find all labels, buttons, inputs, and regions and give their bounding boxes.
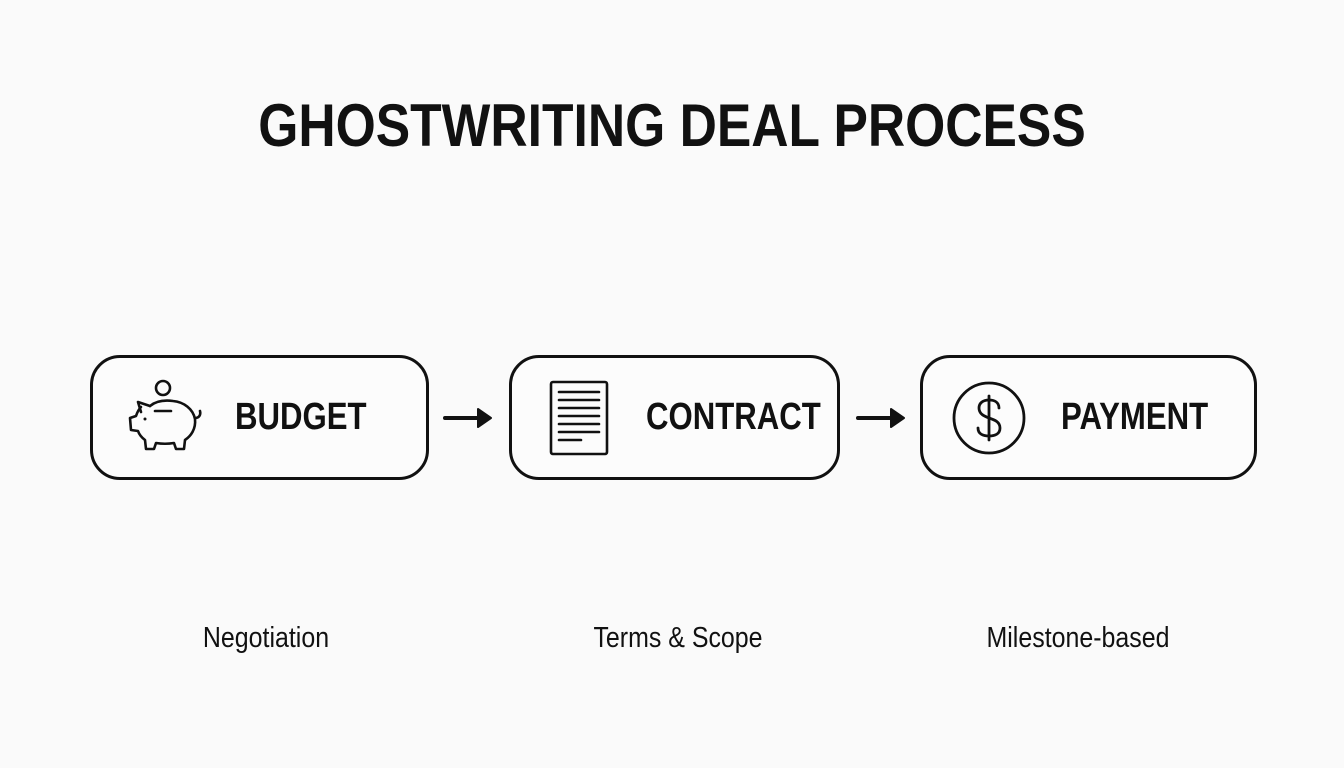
step-budget-label: BUDGET xyxy=(235,396,367,438)
step-contract-label: CONTRACT xyxy=(646,396,821,438)
step-payment-label: PAYMENT xyxy=(1061,396,1209,438)
step-budget-caption: Negotiation xyxy=(202,622,330,654)
dollar-coin-icon xyxy=(952,381,1026,455)
step-contract-caption: Terms & Scope xyxy=(593,622,763,654)
diagram-title: GHOSTWRITING DEAL PROCESS xyxy=(258,92,1086,159)
document-icon xyxy=(549,380,609,456)
step-payment-caption: Milestone-based xyxy=(986,622,1170,654)
step-budget: BUDGET xyxy=(90,355,429,480)
piggy-bank-icon xyxy=(128,379,202,451)
arrow-right-icon xyxy=(443,408,492,428)
step-contract: CONTRACT xyxy=(509,355,840,480)
arrow-right-icon xyxy=(856,408,905,428)
step-payment: PAYMENT xyxy=(920,355,1257,480)
